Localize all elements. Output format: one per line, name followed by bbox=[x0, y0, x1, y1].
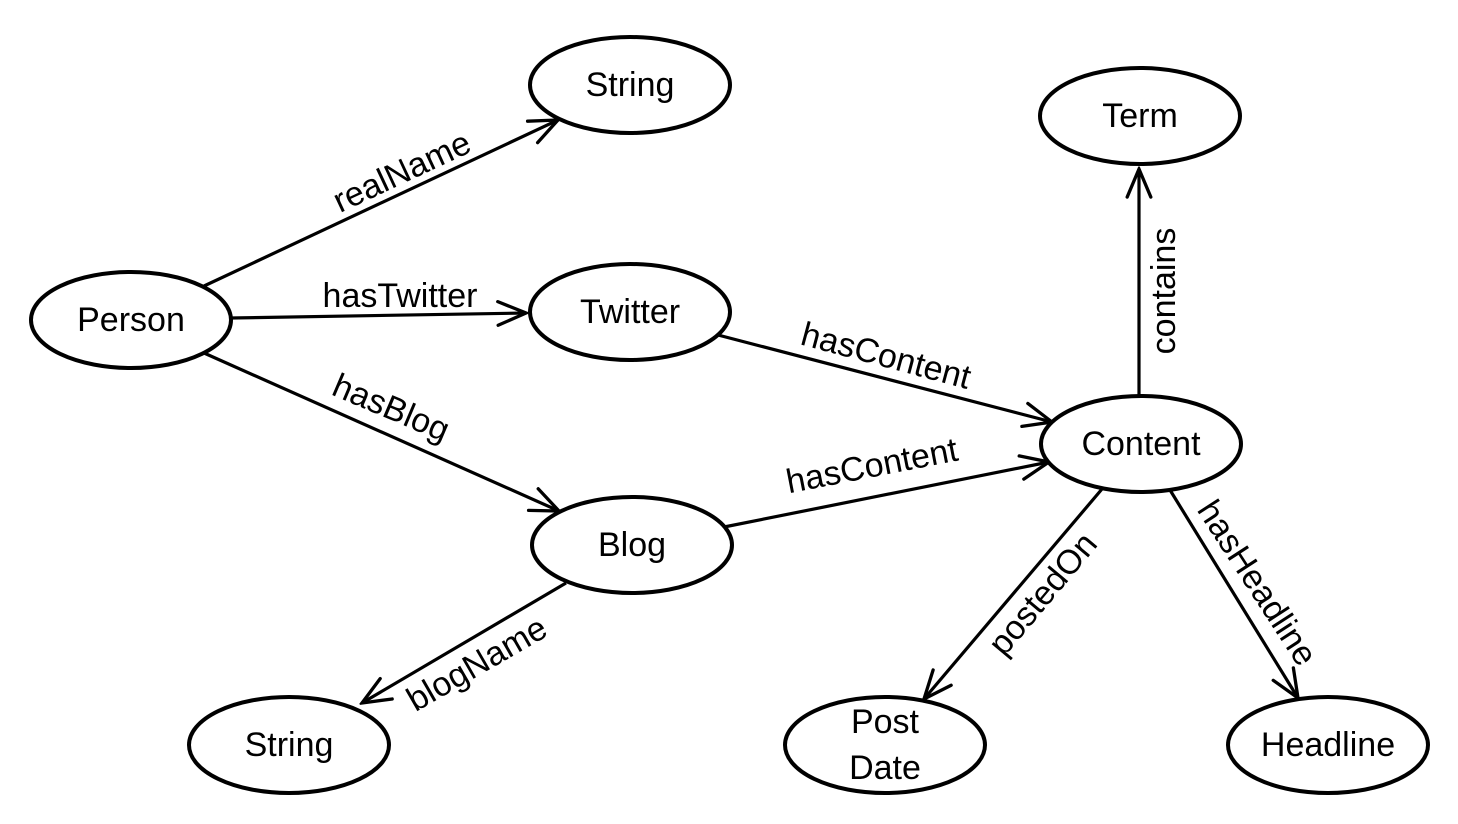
node-label-headline: Headline bbox=[1261, 726, 1395, 764]
edge-contains: contains bbox=[1139, 169, 1183, 396]
edge-line-hasheadline bbox=[1168, 489, 1298, 698]
edge-label-hasheadline: hasHeadline bbox=[1190, 493, 1325, 672]
edge-postedon: postedOn bbox=[924, 487, 1105, 699]
edge-hasheadline: hasHeadline bbox=[1168, 489, 1325, 698]
node-label-twitter: Twitter bbox=[580, 293, 680, 331]
edge-label-hascontent-twitter: hasContent bbox=[797, 315, 975, 397]
node-ellipse-post-date bbox=[783, 695, 987, 795]
node-twitter: Twitter bbox=[528, 262, 732, 362]
edge-blogname: blogName bbox=[362, 581, 567, 719]
edge-line-postedon bbox=[924, 487, 1104, 699]
edge-label-blogname: blogName bbox=[400, 609, 553, 719]
edge-label-postedon: postedOn bbox=[981, 525, 1105, 662]
node-label-person: Person bbox=[77, 301, 185, 339]
node-label-blog: Blog bbox=[598, 526, 666, 564]
node-ellipse-string-top bbox=[528, 35, 732, 135]
edge-label-hascontent-blog: hasContent bbox=[783, 431, 962, 502]
node-ellipse-content bbox=[1039, 394, 1243, 494]
edge-hasblog: hasBlog bbox=[203, 351, 559, 511]
node-content: Content bbox=[1039, 394, 1243, 494]
edge-line-blogname bbox=[362, 581, 567, 703]
node-ellipse-blog bbox=[530, 495, 734, 595]
node-label-string-top: String bbox=[586, 66, 675, 104]
edge-label-contains: contains bbox=[1145, 228, 1183, 355]
edge-hascontent-twitter: hasContent bbox=[717, 315, 1052, 422]
edge-realname: realName bbox=[203, 120, 558, 288]
node-blog: Blog bbox=[530, 495, 734, 595]
node-label-content: Content bbox=[1081, 425, 1201, 463]
node-ellipse-twitter bbox=[528, 262, 732, 362]
node-term: Term bbox=[1038, 66, 1242, 166]
node-person: Person bbox=[29, 270, 233, 370]
node-ellipse-string-bottom bbox=[187, 695, 391, 795]
edge-line-hastwitter bbox=[230, 313, 526, 318]
edge-label-hastwitter: hasTwitter bbox=[323, 277, 478, 315]
edge-line-hasblog bbox=[203, 351, 559, 511]
node-ellipse-term bbox=[1038, 66, 1242, 166]
node-string-bottom: String bbox=[187, 695, 391, 795]
edge-label-realname: realName bbox=[327, 124, 477, 221]
node-label-term: Term bbox=[1102, 97, 1178, 135]
node-string-top: String bbox=[528, 35, 732, 135]
edge-line-realname bbox=[203, 120, 558, 288]
edge-hastwitter: hasTwitter bbox=[230, 277, 526, 318]
node-ellipse-headline bbox=[1226, 695, 1430, 795]
edge-line-hascontent-twitter bbox=[717, 333, 1052, 422]
node-headline: Headline bbox=[1226, 695, 1430, 795]
edge-hascontent-blog: hasContent bbox=[723, 431, 1049, 529]
edge-line-hascontent-blog bbox=[723, 462, 1049, 529]
node-label-string-bottom: String bbox=[245, 726, 334, 764]
node-ellipse-person bbox=[29, 270, 233, 370]
